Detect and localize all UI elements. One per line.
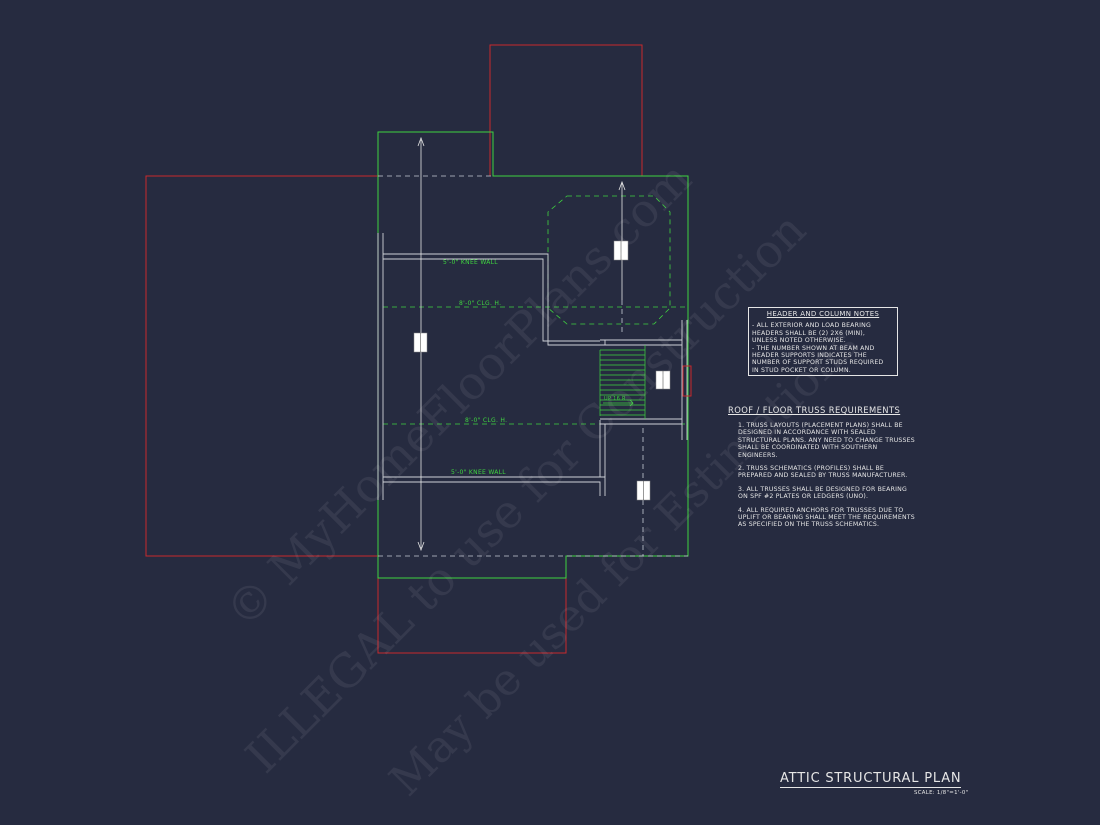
truss-requirement-item: 2. TRUSS SCHEMATICS (PROFILES) SHALL BE … [738, 465, 908, 480]
truss-requirements-title: ROOF / FLOOR TRUSS REQUIREMENTS [728, 405, 901, 415]
truss-requirement-item: 4. ALL REQUIRED ANCHORS FOR TRUSSES DUE … [738, 506, 915, 529]
header-note-line: NUMBER OF SUPPORT STUDS REQUIRED [752, 359, 884, 367]
header-column-notes: HEADER AND COLUMN NOTES - ALL EXTERIOR A… [748, 307, 898, 376]
header-note-line: - ALL EXTERIOR AND LOAD BEARING [752, 322, 871, 330]
dashed-octagon [547, 195, 671, 325]
support-markers [413, 240, 671, 501]
roof-outline [145, 44, 643, 654]
stair [599, 345, 646, 419]
plan-title: ATTIC STRUCTURAL PLAN [780, 771, 962, 788]
knee-wall-label-bottom: 5'-0" KNEE WALL [451, 469, 506, 476]
truss-requirements-list: 1. TRUSS LAYOUTS (PLACEMENT PLANS) SHALL… [738, 422, 918, 535]
header-note-line: HEADERS SHALL BE (2) 2x6 (MIN), [752, 329, 866, 337]
roof-outline-bottom [377, 578, 567, 654]
header-notes-title: HEADER AND COLUMN NOTES [766, 310, 880, 318]
stair-label: UP 16 R [604, 396, 626, 402]
truss-requirement-item: 3. ALL TRUSSES SHALL BE DESIGNED FOR BEA… [738, 485, 907, 501]
knee-wall-label-top: 5'-0" KNEE WALL [443, 259, 498, 266]
header-note-line: HEADER SUPPORTS INDICATES THE [752, 352, 867, 360]
plan-scale: SCALE: 1/8"=1'-0" [914, 790, 969, 796]
ceiling-height-label-top: 8'-0" CLG. H. [459, 300, 501, 307]
header-notes-body: - ALL EXTERIOR AND LOAD BEARING HEADERS … [752, 322, 897, 374]
header-note-line: UNLESS NOTED OTHERWISE. [752, 337, 846, 345]
roof-outline-top [489, 44, 643, 176]
window-marker [682, 365, 692, 397]
truss-requirement-item: 1. TRUSS LAYOUTS (PLACEMENT PLANS) SHALL… [738, 422, 915, 459]
ceiling-height-label-bottom: 8'-0" CLG. H. [465, 417, 507, 424]
walls [377, 233, 688, 500]
header-note-line: IN STUD POCKET OR COLUMN. [752, 366, 851, 374]
header-note-line: - THE NUMBER SHOWN AT BEAM AND [752, 344, 875, 352]
